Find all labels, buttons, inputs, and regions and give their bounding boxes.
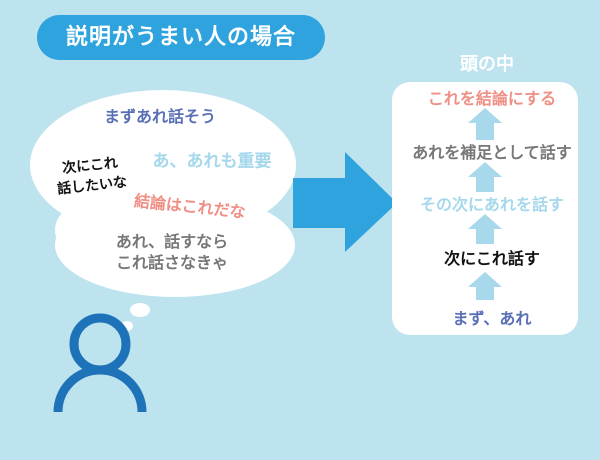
panel-heading: 頭の中 [460, 54, 514, 75]
person-icon [53, 313, 147, 413]
right-arrow-icon [293, 152, 397, 252]
step-second: 次にこれ話す [444, 249, 540, 268]
thought-text: まずあれ話そう [103, 107, 217, 126]
thought-bubble-large [130, 303, 150, 317]
up-arrow-icon [468, 214, 502, 244]
up-arrow-icon [468, 162, 502, 192]
page-title: 説明がうまい人の場合 [37, 15, 325, 60]
up-arrow-icon [468, 108, 502, 140]
thought-text: これ話さなきゃ [115, 253, 229, 272]
up-arrow-icon [468, 272, 502, 300]
step-supplement: あれを補足として話す [412, 143, 572, 162]
step-third: その次にあれを話す [419, 195, 565, 214]
step-first: まず、あれ [452, 309, 532, 328]
step-conclusion: これを結論にする [427, 89, 557, 108]
thought-text: あれ、話すなら [115, 232, 229, 251]
thought-text: あ、あれも重要 [152, 151, 272, 172]
thought-cloud [30, 90, 296, 331]
